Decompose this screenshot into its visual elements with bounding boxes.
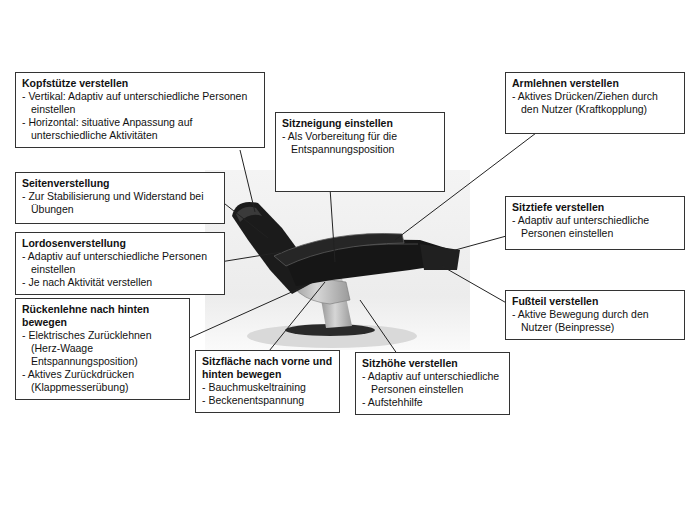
photo-background	[205, 170, 470, 350]
footrest	[420, 244, 460, 270]
callout-box: Sitzfläche nach vorne und hinten bewegen…	[195, 350, 340, 413]
callout-text: - Beckenentspannung	[202, 394, 333, 407]
leader-line	[330, 188, 335, 262]
leader-line	[360, 300, 400, 358]
leader-line	[220, 200, 268, 238]
callout-text: - Aktives Drücken/Ziehen durch den Nutze…	[512, 90, 678, 116]
callout-text: - Horizontal: situative Anpassung auf un…	[22, 116, 258, 142]
leader-line	[240, 150, 255, 212]
headrest	[236, 207, 262, 222]
floor-shadow	[247, 324, 417, 348]
callout-heading: Sitzhöhe verstellen	[362, 357, 503, 370]
callout-text: - Vertikal: Adaptiv auf unterschiedliche…	[22, 90, 258, 116]
callout-text: - Aufstehhilfe	[362, 396, 503, 409]
callout-text: - Je nach Aktivität verstellen	[22, 276, 218, 289]
leader-line	[220, 252, 282, 262]
callout-heading: Armlehnen verstellen	[512, 77, 678, 90]
callout-box: Sitzhöhe verstellen- Adaptiv auf untersc…	[355, 352, 510, 415]
callout-heading: Fußteil verstellen	[512, 295, 678, 308]
callout-text: - Aktives Zurückdrücken (Klappmesserübun…	[22, 368, 183, 394]
callout-heading: Sitzneigung einstellen	[282, 117, 438, 130]
callout-text: - Adaptiv auf unterschiedliche Personen …	[512, 214, 678, 240]
callout-heading: Rückenlehne nach hinten bewegen	[22, 303, 183, 329]
callout-box: Rückenlehne nach hinten bewegen- Elektri…	[15, 298, 190, 400]
callout-text: - Aktive Bewegung durch den Nutzer (Bein…	[512, 308, 678, 334]
callout-heading: Kopfstütze verstellen	[22, 77, 258, 90]
callout-text: - Adaptiv auf unterschiedliche Personen …	[362, 370, 503, 396]
callout-heading: Sitzfläche nach vorne und hinten bewegen	[202, 355, 333, 381]
callout-heading: Seitenverstellung	[22, 177, 218, 190]
callout-box: Armlehnen verstellen- Aktives Drücken/Zi…	[505, 72, 685, 134]
callout-heading: Lordosenverstellung	[22, 237, 218, 250]
armrest	[274, 233, 404, 266]
callout-text: - Adaptiv auf unterschiedliche Personen …	[22, 250, 218, 276]
leader-line	[448, 235, 510, 252]
callout-box: Lordosenverstellung- Adaptiv auf untersc…	[15, 232, 225, 295]
callout-box: Kopfstütze verstellen- Vertikal: Adaptiv…	[15, 72, 265, 148]
callout-box: Seitenverstellung- Zur Stabilisierung un…	[15, 172, 225, 224]
callout-box: Sitzneigung einstellen- Als Vorbereitung…	[275, 112, 445, 192]
callout-text: - Als Vorbereitung für die Entspannungsp…	[282, 130, 438, 156]
callout-box: Fußteil verstellen- Aktive Bewegung durc…	[505, 290, 685, 340]
leader-line	[440, 265, 510, 305]
callout-heading: Sitztiefe verstellen	[512, 201, 678, 214]
leader-line	[265, 282, 325, 356]
callout-text: - Zur Stabilisierung und Widerstand bei …	[22, 190, 218, 216]
callout-box: Sitztiefe verstellen- Adaptiv auf unters…	[505, 196, 685, 250]
callout-text: - Bauchmuskeltraining	[202, 381, 333, 394]
callout-text: - Elektrisches Zurücklehnen (Herz-Waage …	[22, 329, 183, 368]
